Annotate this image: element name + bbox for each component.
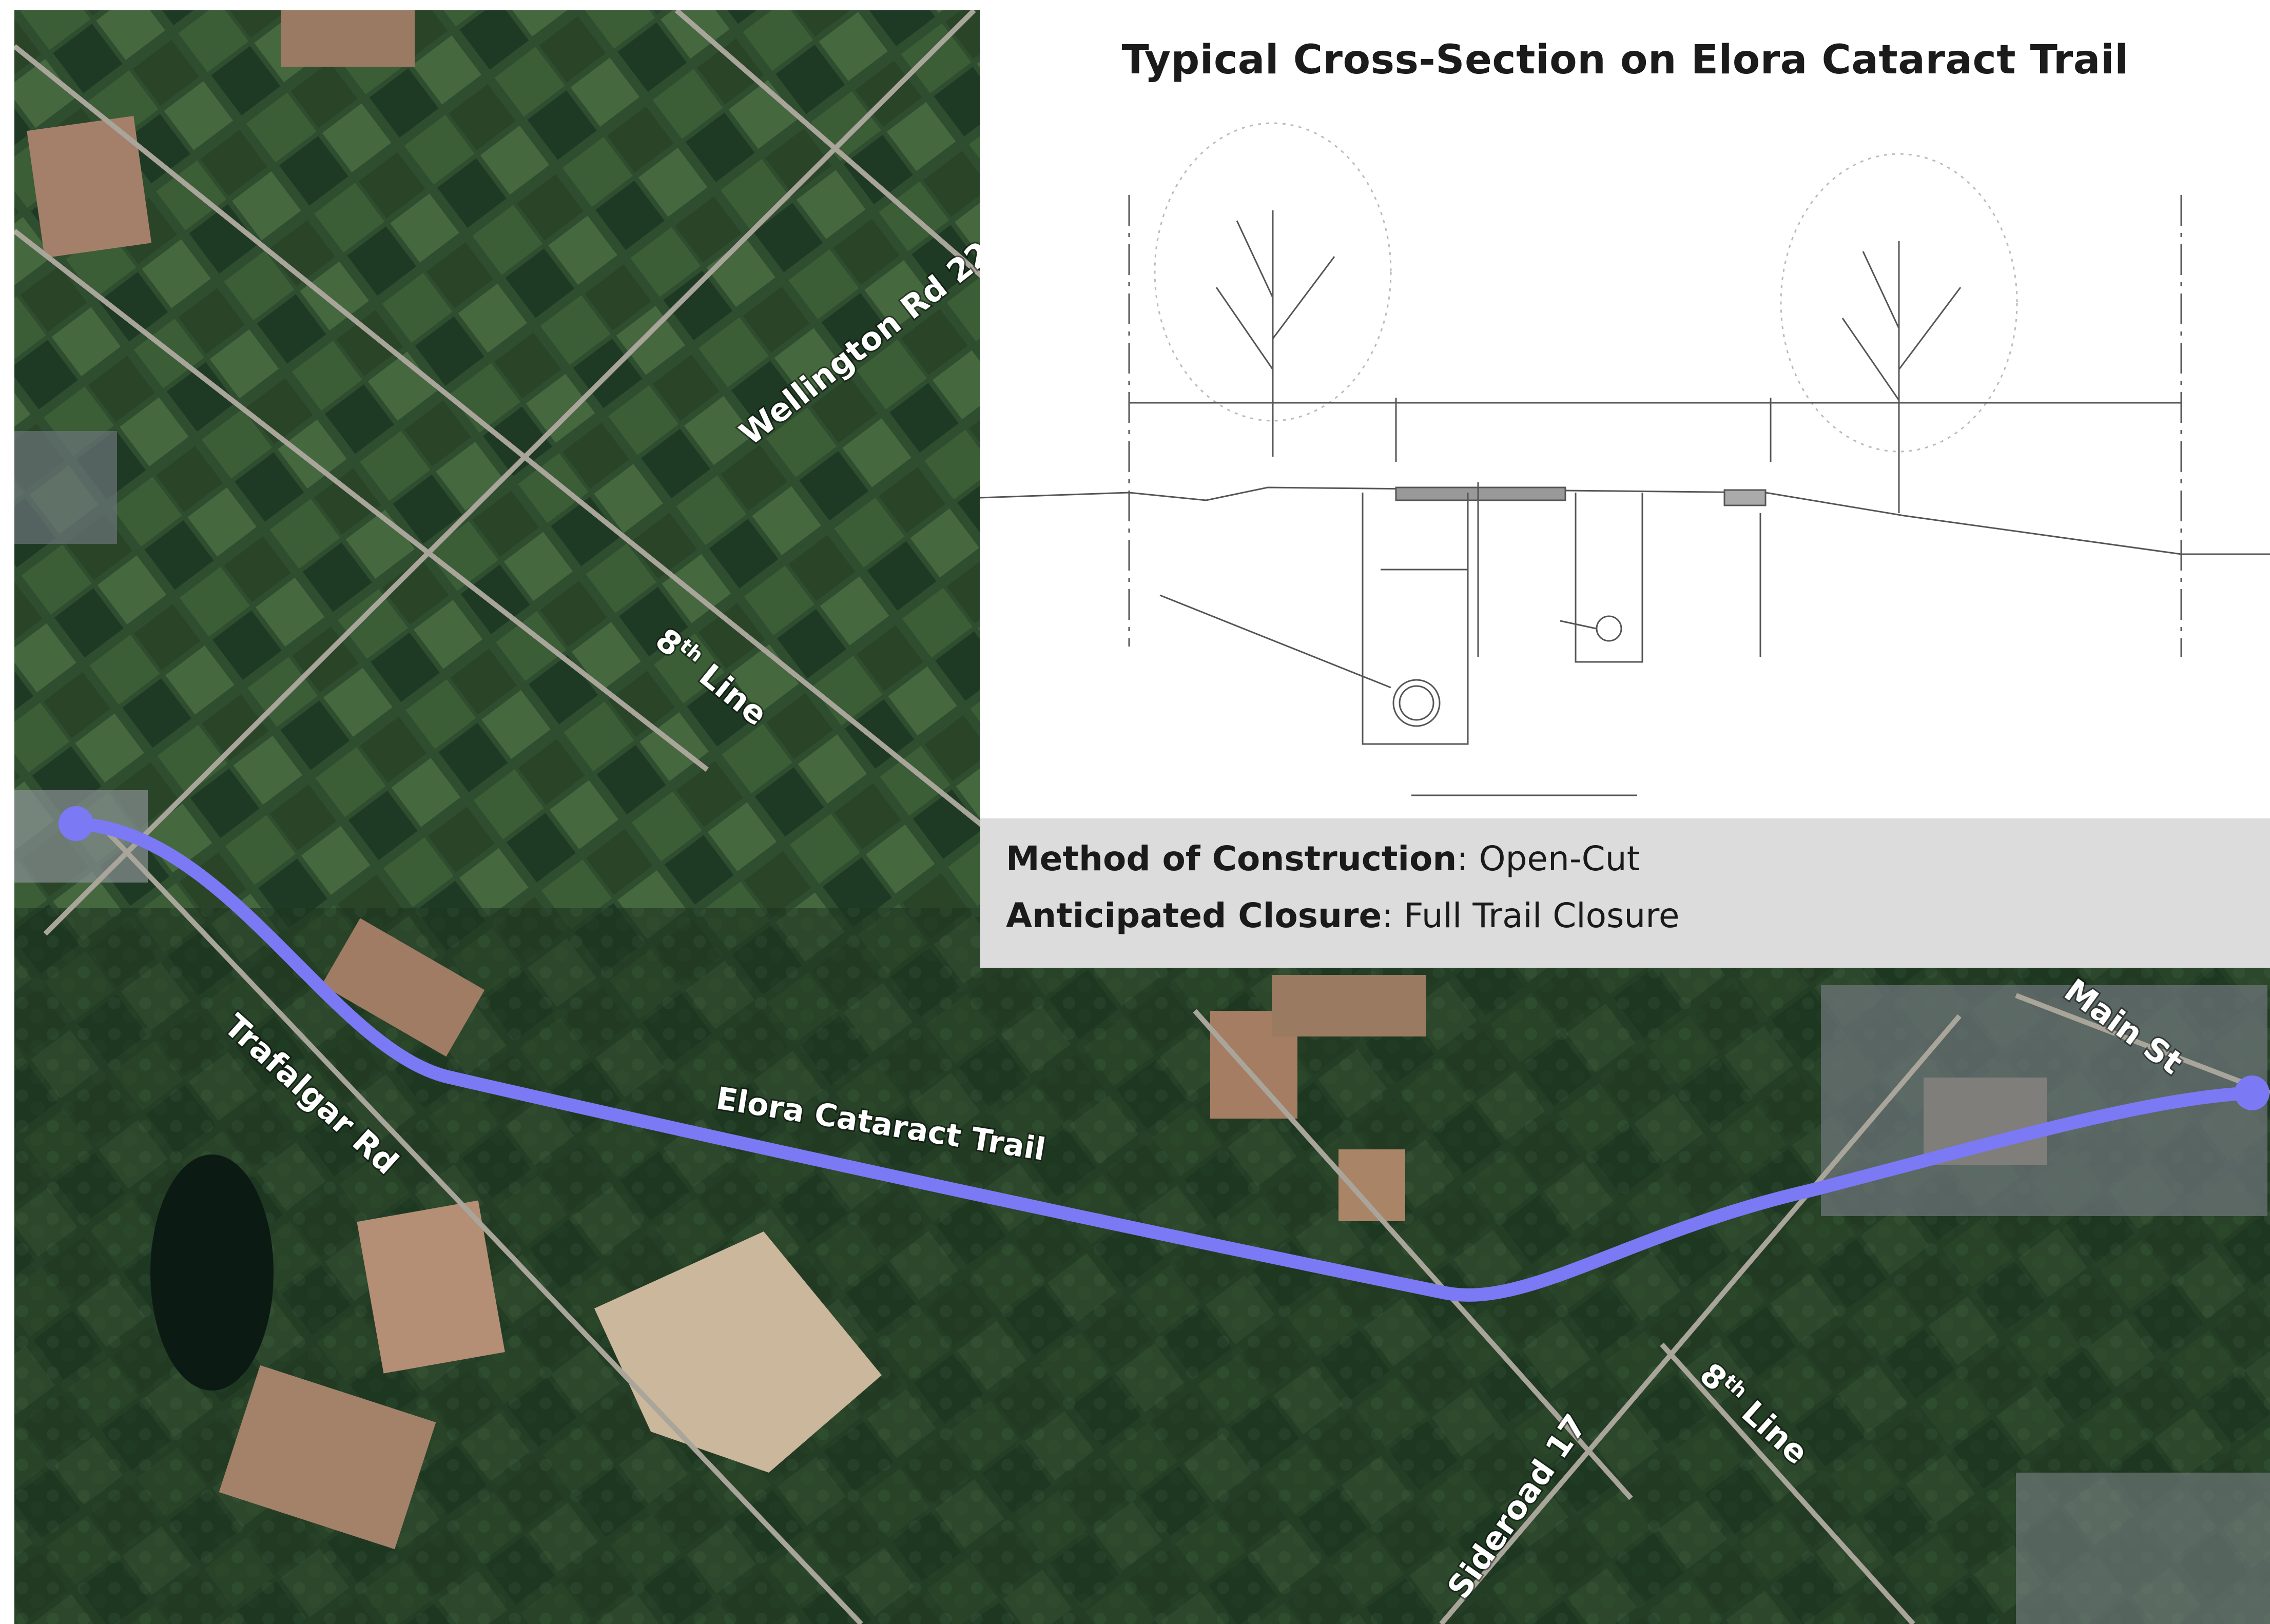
- tree-icon: [1780, 153, 2018, 513]
- cross-section-drawing: [980, 122, 2270, 796]
- method-of-construction: Method of Construction: Open-Cut: [1006, 839, 1640, 878]
- anticipated-closure: Anticipated Closure: Full Trail Closure: [1006, 896, 1680, 935]
- section-title: Typical Cross-Section on Elora Cataract …: [1121, 37, 2129, 83]
- cross-section-panel: Typical Cross-Section on Elora Cataract …: [980, 10, 2270, 968]
- construction-info-box: Method of Construction: Open-Cut Anticip…: [980, 818, 2270, 968]
- tree-icon: [1154, 122, 1392, 457]
- lake: [150, 1155, 274, 1391]
- trail-start-marker[interactable]: [59, 806, 93, 841]
- trail-end-marker[interactable]: [2235, 1075, 2269, 1110]
- trail-route[interactable]: [69, 817, 2259, 1302]
- road-network: [14, 10, 2270, 1624]
